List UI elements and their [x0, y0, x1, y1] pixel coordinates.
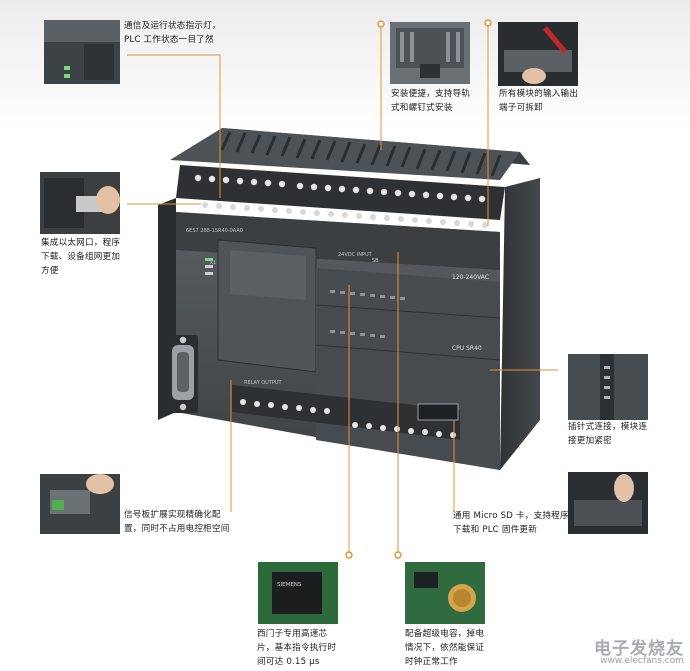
- power-label: 120-240VAC: [452, 274, 489, 281]
- watermark-brand: 电子发烧友: [594, 639, 684, 659]
- caption-supercap: 配备超级电容，掉电 情况下，依然能保证 时钟正常工作: [405, 629, 485, 667]
- top-terminal-block: [176, 165, 505, 220]
- top-screws: [194, 174, 486, 203]
- plc-right-side: [500, 178, 540, 470]
- thumb-ethernet: [40, 172, 120, 234]
- caption-signal-board: 信号板扩展实现精确化配 置，同时不占用电控柜空间: [124, 510, 230, 534]
- cooling-fins: [220, 131, 502, 177]
- caption-removable-terminals: 所有模块的输入输出 端子可拆卸: [499, 89, 579, 113]
- thumb-status-leds: [44, 20, 120, 84]
- thumb-signal-board: [40, 474, 120, 534]
- thumb-removable-terminals: [498, 22, 578, 86]
- leader-lines: [127, 26, 558, 556]
- leader-dots: [345, 19, 492, 559]
- thumb-plug-connection: [568, 354, 648, 420]
- caption-status-leds: 通信及运行状态指示灯， PLC 工作状态一目了然: [124, 21, 221, 45]
- order-number: 6ES7 288-1SR40-0AA0: [186, 228, 243, 234]
- top-screws-row2: [202, 202, 488, 228]
- watermark: 电子发烧友 www.elecfans.com: [594, 639, 684, 667]
- micro-sd-slot: [417, 403, 459, 421]
- relay-output-label: RELAY OUTPUT: [244, 380, 283, 386]
- input-label: 24VDC INPUT: [338, 252, 373, 258]
- caption-ethernet: 集成以太网口，程序 下载、设备组网更加 方便: [41, 238, 121, 276]
- status-leds: [205, 258, 213, 275]
- model-label: CPU SR40: [452, 345, 482, 352]
- thumb-micro-sd: [568, 472, 648, 534]
- bottom-terminal-block: [232, 385, 460, 440]
- sb-label: SB: [372, 258, 379, 264]
- io-leds: [330, 290, 405, 338]
- chip-brand: SIEMENS: [277, 582, 302, 588]
- caption-mounting: 安装便捷，支持导轨 式和螺钉式安装: [391, 89, 471, 113]
- caption-siemens-chip: 西门子专用高速芯 片，基本指令执行时 间可达 0.15 μs: [257, 629, 337, 667]
- bottom-screws: [240, 399, 456, 438]
- thumb-supercap: [405, 562, 485, 624]
- caption-plug-connection: 插针式连接，模块连 接更加紧密: [568, 422, 648, 446]
- watermark-url: www.elecfans.com: [600, 656, 684, 666]
- thumb-siemens-chip: SIEMENS: [258, 562, 338, 624]
- thumb-mounting: [390, 22, 470, 84]
- caption-micro-sd: 通用 Micro SD 卡，支持程序 下载和 PLC 固件更新: [453, 511, 569, 535]
- x1-label: X1: [210, 260, 216, 266]
